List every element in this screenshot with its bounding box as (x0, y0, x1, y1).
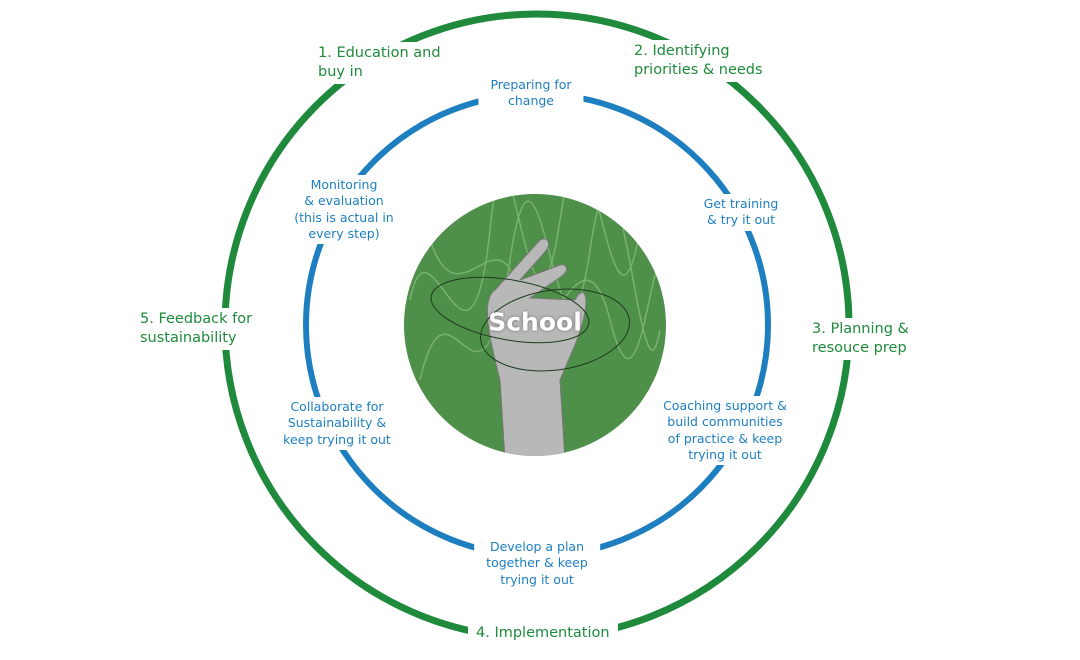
step-line: together & keep (486, 555, 588, 571)
step-line: Collaborate for (290, 399, 384, 414)
step-line: trying it out (500, 571, 574, 587)
stage-4-label: 4. Implementation (468, 622, 618, 645)
center-image (404, 194, 666, 456)
stage-1-line: 1. Education and (318, 45, 441, 61)
stage-3-line: 3. Planning & (812, 321, 909, 337)
step-line: (this is actual in (294, 209, 394, 225)
step-line: keep trying it out (283, 431, 391, 447)
step-line: & try it out (707, 212, 775, 228)
step-line: Coaching support & (663, 398, 787, 413)
stage-3-line: resouce prep (812, 339, 907, 356)
step-monitoring-label: Monitoring & evaluation (this is actual … (290, 175, 398, 244)
stage-1-label: 1. Education and buy in (314, 42, 445, 84)
step-line: Develop a plan (489, 539, 585, 554)
step-line: Monitoring (310, 177, 378, 192)
step-collaborate-label: Collaborate for Sustainability & keep tr… (279, 397, 395, 450)
step-line: trying it out (688, 446, 762, 462)
stage-3-label: 3. Planning & resouce prep (808, 318, 913, 360)
hand-illustration (486, 238, 587, 456)
stage-5-label: 5. Feedback for sustainability (136, 308, 257, 350)
step-preparing-label: Preparing for change (478, 75, 584, 112)
stage-5-line: sustainability (140, 329, 237, 346)
step-line: every step) (308, 225, 380, 241)
stage-4-line: 4. Implementation (476, 625, 610, 641)
step-plan-label: Develop a plan together & keep trying it… (474, 537, 600, 590)
step-line: Preparing for (490, 77, 572, 92)
stage-1-line: buy in (318, 63, 363, 80)
stage-5-line: 5. Feedback for (140, 311, 253, 327)
step-line: change (507, 93, 555, 109)
step-line: build communities (667, 414, 783, 430)
step-line: Get training (703, 196, 779, 211)
step-coaching-label: Coaching support & build communities of … (659, 396, 791, 465)
stage-2-line: priorities & needs (634, 61, 763, 78)
stage-2-label: 2. Identifying priorities & needs (630, 40, 767, 82)
step-line: of practice & keep (667, 430, 783, 446)
center-label: School (488, 307, 582, 337)
stage-2-line: 2. Identifying (634, 43, 730, 59)
step-line: Sustainability & (287, 415, 387, 431)
step-training-label: Get training & try it out (699, 194, 783, 231)
step-line: & evaluation (304, 193, 384, 209)
